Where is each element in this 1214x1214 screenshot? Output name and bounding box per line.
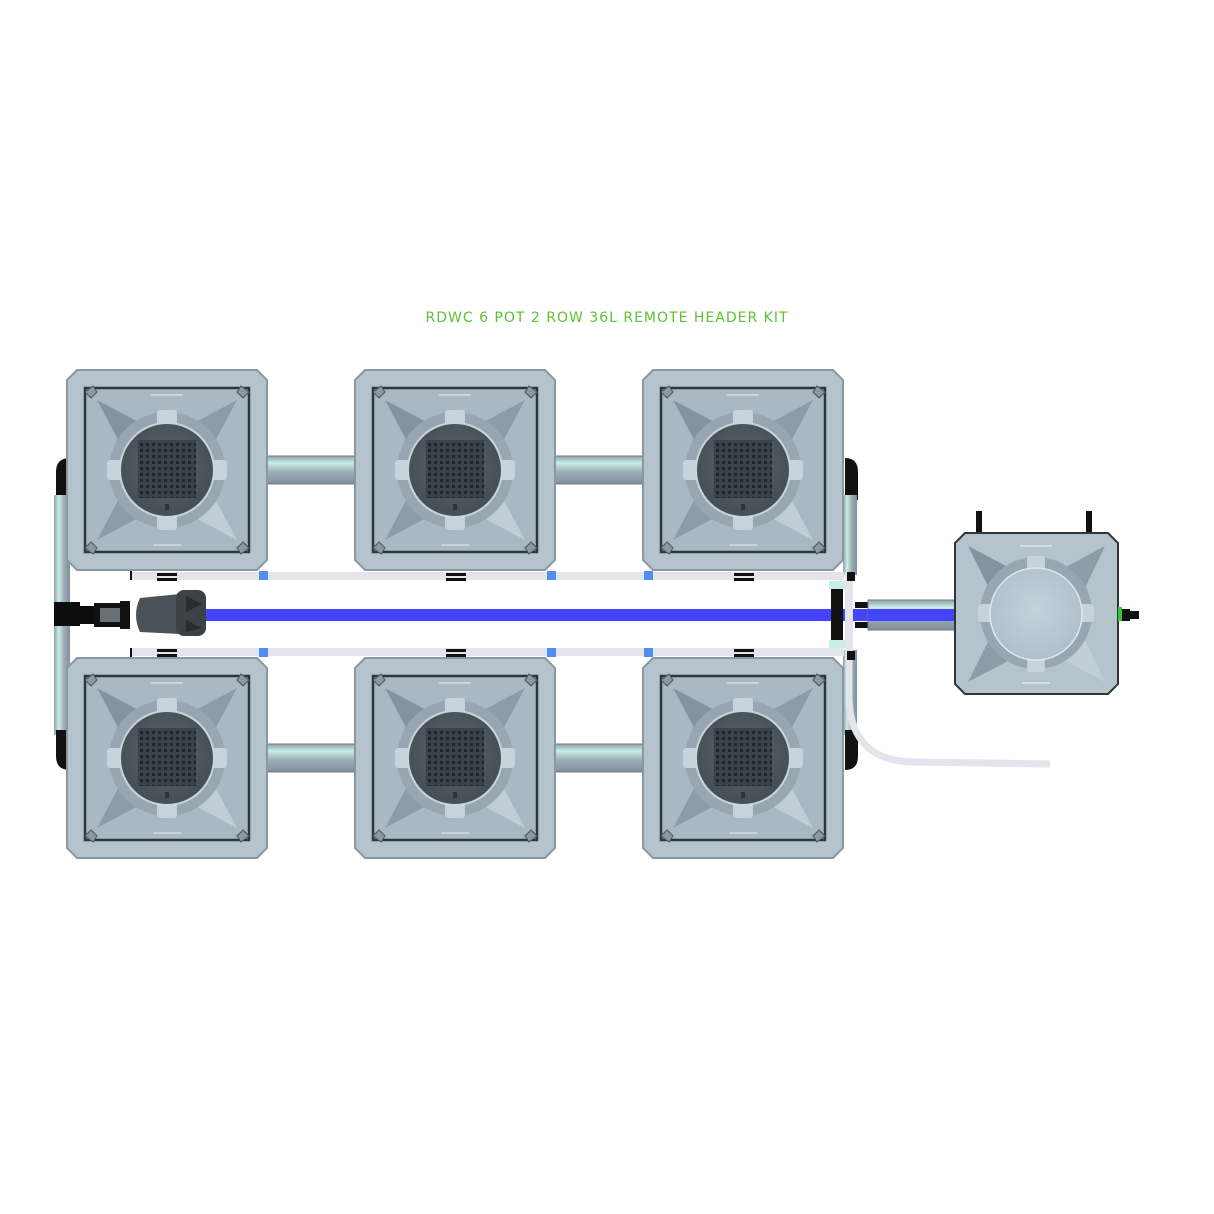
drain-hose — [845, 660, 1051, 768]
kit-title: RDWC 6 POT 2 ROW 36L REMOTE HEADER KIT — [425, 310, 789, 326]
junction-fittings — [829, 572, 957, 660]
pot-2 — [353, 368, 557, 572]
inlet-valve — [1118, 607, 1139, 621]
pot-5 — [353, 656, 557, 860]
pot-4 — [65, 656, 269, 860]
pot-6 — [641, 656, 845, 860]
feed-lines — [130, 570, 844, 658]
pot-3 — [641, 368, 845, 572]
connecting-pipes — [54, 455, 858, 773]
feed-fittings — [259, 571, 653, 657]
return-line — [200, 609, 958, 621]
pot-1 — [65, 368, 269, 572]
pump — [80, 590, 206, 636]
remote-header-tank — [954, 511, 1119, 695]
